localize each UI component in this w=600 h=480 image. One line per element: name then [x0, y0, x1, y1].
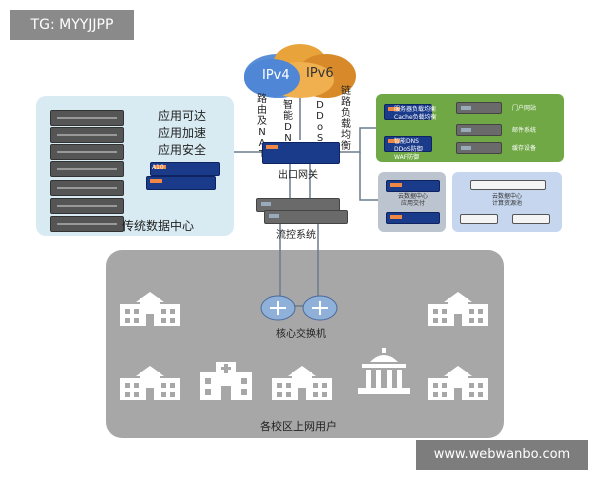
building-icon — [120, 292, 180, 326]
cloud-b-sub: 计算资源池 — [491, 200, 522, 207]
green-lb-1: 服务器负载均衡 — [394, 106, 437, 113]
dc-feature-1: 应用可达 — [158, 109, 207, 123]
core-switch-label: 核心交换机 — [276, 329, 326, 340]
cloud-a-adc-2 — [386, 212, 440, 224]
cloud-a-adc-1 — [386, 180, 440, 192]
green-adc-2 — [384, 136, 432, 152]
cloud-b-server-1 — [470, 180, 546, 190]
green-rack-2 — [456, 124, 502, 136]
cloud-b-title: 云数据中心 — [491, 193, 522, 200]
link-lb-label: 链路负载均衡 — [341, 86, 351, 152]
dc-features: 应用可达 应用加速 应用安全 — [158, 108, 206, 159]
core-switches — [260, 295, 338, 321]
campus-title: 各校区上网用户 — [260, 420, 337, 433]
corner-tag: TG: MYYJJPP — [10, 10, 134, 40]
green-portal: 门户网站 — [512, 105, 537, 112]
flow-device-2 — [264, 210, 348, 224]
cloud-a-sub: 应用交付 — [400, 200, 425, 207]
dc-server-7 — [50, 216, 124, 232]
dc-feature-2: 应用加速 — [158, 126, 207, 140]
green-adc-1 — [384, 104, 432, 120]
dome-building-icon — [358, 348, 410, 394]
dc-feature-3: 应用安全 — [158, 143, 207, 157]
green-rack-1 — [456, 102, 502, 114]
watermark: www.webwanbo.com — [416, 440, 588, 470]
building-icon — [428, 366, 488, 400]
green-mail: 邮件系统 — [512, 127, 537, 134]
dc-server-2 — [50, 127, 124, 143]
ipv4-label: IPv4 — [262, 68, 290, 83]
internet-cloud — [244, 44, 356, 98]
ipv6-label: IPv6 — [306, 66, 334, 81]
cloud-b-server-2 — [460, 214, 498, 224]
building-icon — [120, 366, 180, 400]
dc-adc-brand: A10 — [152, 164, 164, 171]
gateway-device — [262, 142, 340, 164]
green-waf: WAF防御 — [394, 154, 420, 161]
dc-adc-1 — [150, 162, 220, 176]
dc-server-3 — [50, 144, 124, 160]
dc-server-4 — [50, 161, 124, 177]
cloud-b-server-3 — [512, 214, 550, 224]
gateway-label: 出口网关 — [278, 170, 318, 181]
green-cache: 缓存设备 — [512, 145, 537, 152]
dc-server-6 — [50, 198, 124, 214]
green-ddos: DDoS防御 — [394, 146, 423, 153]
datacenter-title: 传统数据中心 — [122, 219, 195, 233]
dc-adc-2 — [146, 176, 216, 190]
flow-control-label: 流控系统 — [276, 230, 316, 241]
green-rack-3 — [456, 142, 502, 154]
cloud-a-title: 云数据中心 — [397, 193, 428, 200]
dc-server-1 — [50, 110, 124, 126]
campus-panel — [106, 250, 504, 438]
green-dns: 智能DNS — [394, 138, 419, 145]
green-lb-2: Cache负载均衡 — [394, 114, 437, 121]
dc-server-5 — [50, 180, 124, 196]
building-icon — [272, 366, 332, 400]
hospital-icon — [200, 362, 252, 400]
building-icon — [428, 292, 488, 326]
